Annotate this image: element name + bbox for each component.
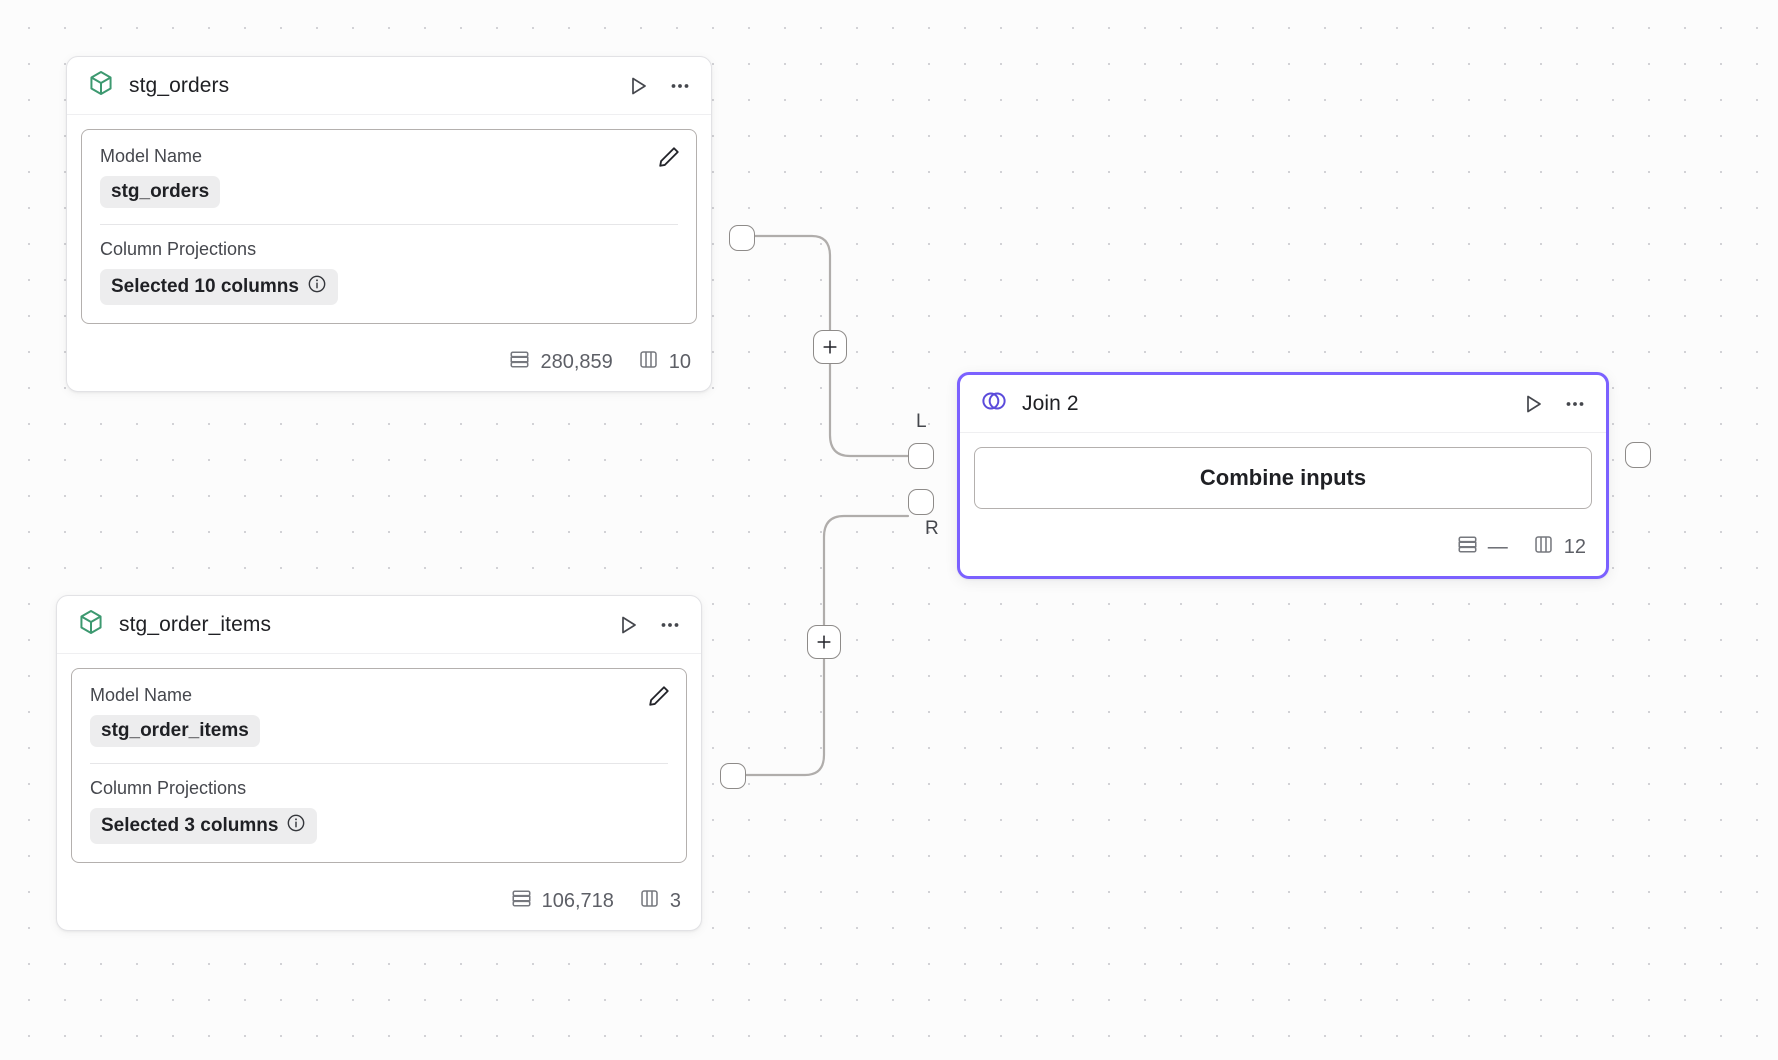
model-name-label: Model Name bbox=[100, 146, 203, 166]
model-config-card: Model Name stg_orders Column Projections… bbox=[81, 129, 697, 324]
input-port-right-label: R bbox=[925, 518, 939, 539]
input-port-left-label: L bbox=[916, 411, 927, 432]
column-projections-label: Column Projections bbox=[100, 239, 257, 259]
node-stg-order-items[interactable]: stg_order_items bbox=[56, 595, 746, 931]
header-actions bbox=[625, 73, 693, 99]
model-name-value[interactable]: stg_orders bbox=[100, 176, 221, 208]
more-options-icon[interactable] bbox=[667, 73, 693, 99]
column-count-value: 3 bbox=[669, 890, 681, 912]
node-footer: 106,718 3 bbox=[57, 877, 701, 930]
header-actions bbox=[1520, 391, 1588, 417]
combine-inputs-button[interactable]: Combine inputs bbox=[974, 447, 1592, 509]
node-body: Combine inputs bbox=[960, 433, 1606, 523]
node-title: stg_orders bbox=[129, 73, 230, 97]
output-port[interactable] bbox=[1625, 442, 1651, 468]
cube-icon bbox=[87, 69, 115, 102]
run-icon[interactable] bbox=[1520, 391, 1546, 417]
column-projections-text: Selected 3 columns bbox=[101, 815, 279, 836]
node-footer: 280,859 10 bbox=[67, 338, 711, 391]
input-port-left[interactable] bbox=[908, 443, 934, 469]
node-header: stg_order_items bbox=[57, 596, 701, 654]
node-title: Join 2 bbox=[1022, 391, 1079, 415]
column-count-value: 10 bbox=[668, 351, 691, 373]
node-title: stg_order_items bbox=[119, 612, 272, 636]
cube-icon bbox=[77, 608, 105, 641]
rows-icon bbox=[508, 348, 531, 377]
column-projections-value[interactable]: Selected 10 columns bbox=[100, 269, 338, 305]
node-join-2[interactable]: Join 2 Combine inputs bbox=[957, 372, 1651, 579]
row-count-value: — bbox=[1487, 536, 1508, 558]
plus-icon bbox=[823, 340, 837, 354]
columns-icon bbox=[638, 887, 661, 916]
info-icon[interactable] bbox=[307, 274, 327, 300]
info-icon[interactable] bbox=[286, 813, 306, 839]
row-count-value: 106,718 bbox=[541, 890, 614, 912]
row-count-value: 280,859 bbox=[540, 351, 613, 373]
edit-pencil-icon[interactable] bbox=[656, 144, 682, 175]
column-count-stat: 3 bbox=[638, 887, 681, 916]
edge-add-button-right[interactable] bbox=[807, 625, 841, 659]
node-body: Model Name stg_orders Column Projections… bbox=[67, 115, 711, 338]
model-name-value[interactable]: stg_order_items bbox=[90, 715, 260, 747]
output-port[interactable] bbox=[729, 225, 755, 251]
column-count-value: 12 bbox=[1563, 536, 1586, 558]
node-body: Model Name stg_order_items Column Projec… bbox=[57, 654, 701, 877]
column-projections-value[interactable]: Selected 3 columns bbox=[90, 808, 318, 844]
columns-icon bbox=[637, 348, 660, 377]
column-projections-label: Column Projections bbox=[90, 778, 247, 798]
divider bbox=[100, 224, 678, 225]
node-stg-orders[interactable]: stg_orders bbox=[66, 56, 755, 392]
more-options-icon[interactable] bbox=[1562, 391, 1588, 417]
divider bbox=[90, 763, 668, 764]
row-count-stat: 280,859 bbox=[508, 348, 613, 377]
plus-icon bbox=[817, 635, 831, 649]
columns-icon bbox=[1532, 533, 1555, 562]
input-port-right[interactable] bbox=[908, 489, 934, 515]
rows-icon bbox=[510, 887, 533, 916]
column-projections-text: Selected 10 columns bbox=[111, 276, 299, 297]
output-port[interactable] bbox=[720, 763, 746, 789]
row-count-stat: — bbox=[1456, 533, 1508, 562]
column-count-stat: 12 bbox=[1532, 533, 1586, 562]
run-icon[interactable] bbox=[625, 73, 651, 99]
header-actions bbox=[615, 612, 683, 638]
node-footer: — 12 bbox=[960, 523, 1606, 576]
row-count-stat: 106,718 bbox=[510, 887, 614, 916]
run-icon[interactable] bbox=[615, 612, 641, 638]
node-header: Join 2 bbox=[960, 375, 1606, 433]
column-count-stat: 10 bbox=[637, 348, 691, 377]
edit-pencil-icon[interactable] bbox=[646, 683, 672, 714]
venn-icon bbox=[980, 387, 1008, 420]
rows-icon bbox=[1456, 533, 1479, 562]
node-header: stg_orders bbox=[67, 57, 711, 115]
model-name-label: Model Name bbox=[90, 685, 193, 705]
model-config-card: Model Name stg_order_items Column Projec… bbox=[71, 668, 687, 863]
more-options-icon[interactable] bbox=[657, 612, 683, 638]
edge-add-button-left[interactable] bbox=[813, 330, 847, 364]
